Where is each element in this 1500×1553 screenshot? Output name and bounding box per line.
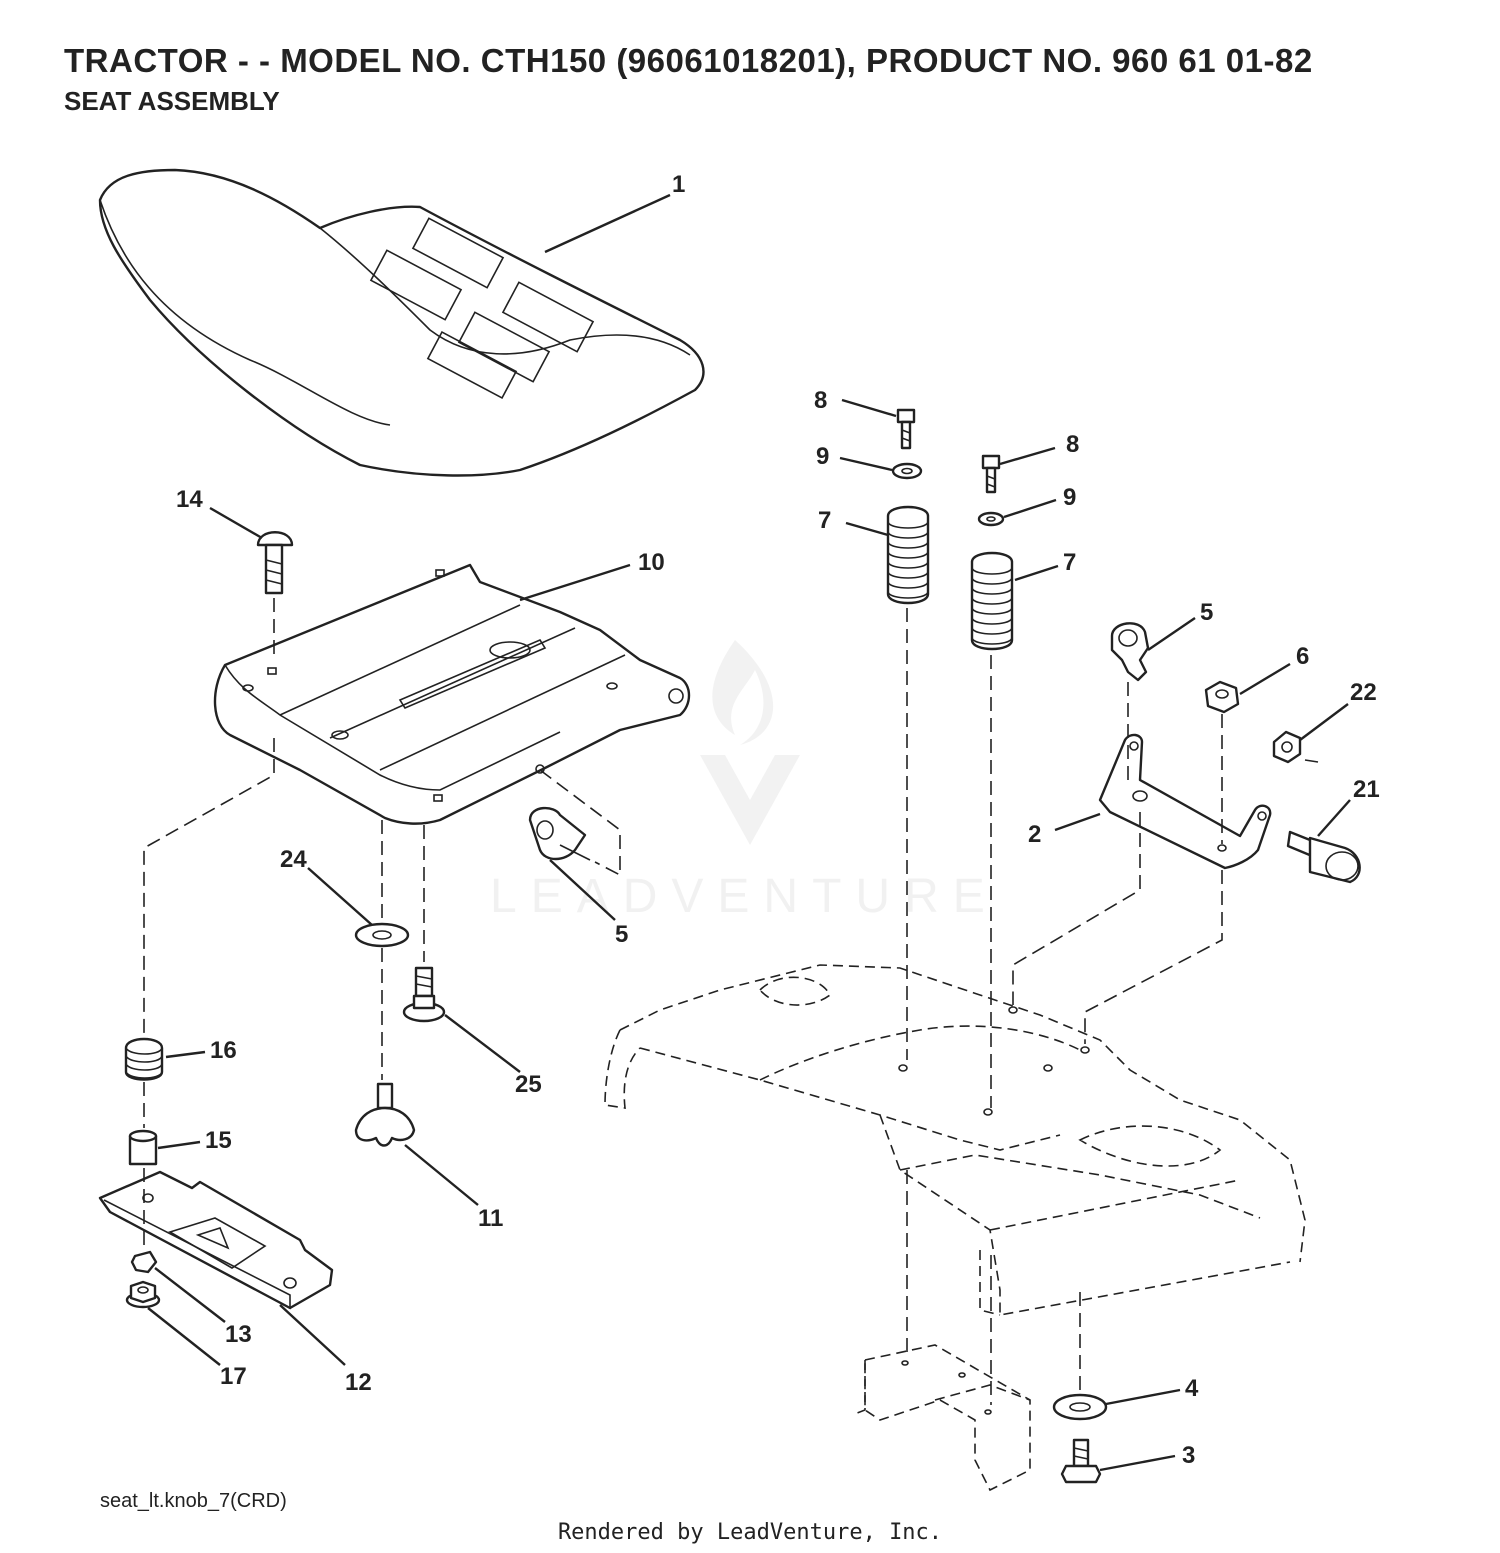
callout-24: 24 bbox=[280, 846, 307, 873]
page-subtitle: SEAT ASSEMBLY bbox=[64, 86, 280, 116]
seat-pan bbox=[213, 563, 691, 825]
callout-16: 16 bbox=[210, 1037, 237, 1064]
hex-locknut-13 bbox=[130, 1250, 158, 1274]
callout-12: 12 bbox=[345, 1369, 372, 1396]
washer-9-left bbox=[891, 462, 923, 480]
leader-7-left bbox=[845, 521, 889, 537]
leadventure-watermark-logo: LEADVENTURE bbox=[490, 640, 999, 923]
leader-14 bbox=[209, 506, 263, 540]
leader-17 bbox=[147, 1307, 221, 1366]
callout-9-left: 9 bbox=[816, 443, 829, 470]
rendered-by-credit: Rendered by LeadVenture, Inc. bbox=[557, 1520, 943, 1545]
page-title: TRACTOR - - MODEL NO. CTH150 (9606101820… bbox=[64, 42, 1313, 79]
right-assembly-lines bbox=[906, 608, 1319, 1405]
spacer bbox=[128, 1129, 158, 1166]
leader-16 bbox=[165, 1050, 206, 1059]
callout-17: 17 bbox=[220, 1363, 247, 1390]
leader-6 bbox=[1239, 662, 1291, 696]
watermark-text: LEADVENTURE bbox=[490, 870, 999, 923]
leader-15 bbox=[157, 1140, 201, 1150]
leader-24 bbox=[307, 867, 373, 926]
leader-8-right bbox=[999, 446, 1056, 466]
wire-clip-right bbox=[1110, 622, 1150, 682]
seat-slide-bracket bbox=[98, 1170, 334, 1310]
flange-nut-17 bbox=[125, 1280, 161, 1309]
leader-3 bbox=[1099, 1454, 1176, 1472]
compression-spring-7-right bbox=[970, 551, 1014, 651]
leader-5-left bbox=[549, 859, 616, 921]
compression-spring-small bbox=[124, 1037, 164, 1081]
shoulder-bolt-21 bbox=[1286, 830, 1361, 884]
compression-spring-7-left bbox=[886, 505, 930, 605]
callout-1: 1 bbox=[672, 171, 685, 198]
flat-washer-4 bbox=[1052, 1393, 1108, 1421]
leader-25 bbox=[444, 1014, 521, 1073]
callout-5-right: 5 bbox=[1200, 599, 1213, 626]
leader-9-right bbox=[1003, 498, 1057, 519]
leader-12 bbox=[279, 1304, 346, 1366]
leader-1 bbox=[544, 193, 671, 254]
seat-adjust-knob bbox=[354, 1082, 416, 1147]
callout-2: 2 bbox=[1028, 821, 1041, 848]
leader-4 bbox=[1105, 1388, 1181, 1406]
tractor-frame-outline bbox=[604, 964, 1306, 1492]
drawing-reference: seat_lt.knob_7(CRD) bbox=[100, 1490, 287, 1512]
wire-clip-left bbox=[528, 806, 591, 861]
washer-9-right bbox=[977, 511, 1005, 527]
leader-22 bbox=[1299, 703, 1349, 741]
callout-21: 21 bbox=[1353, 776, 1380, 803]
callout-7-left: 7 bbox=[818, 507, 831, 534]
callout-6: 6 bbox=[1296, 643, 1309, 670]
leader-9-left bbox=[839, 456, 893, 472]
callout-22: 22 bbox=[1350, 679, 1377, 706]
hex-bolt-8-left bbox=[896, 408, 916, 450]
leader-10 bbox=[519, 563, 631, 602]
leader-13 bbox=[154, 1267, 226, 1323]
flat-washer-24 bbox=[354, 922, 410, 948]
callout-8-left: 8 bbox=[814, 387, 827, 414]
hex-nut-22 bbox=[1272, 730, 1302, 764]
callout-11: 11 bbox=[478, 1205, 503, 1232]
callout-3: 3 bbox=[1182, 1442, 1195, 1469]
hex-nut-6 bbox=[1204, 680, 1240, 714]
callout-8-right: 8 bbox=[1066, 431, 1079, 458]
leader-2 bbox=[1054, 812, 1101, 832]
callout-9-right: 9 bbox=[1063, 484, 1076, 511]
hex-bolt-3 bbox=[1060, 1438, 1102, 1484]
seat-pivot-bracket bbox=[1098, 733, 1272, 870]
callout-4: 4 bbox=[1185, 1375, 1199, 1402]
callout-10: 10 bbox=[638, 549, 665, 576]
leader-5-right bbox=[1147, 617, 1196, 651]
shoulder-bolt bbox=[402, 966, 446, 1023]
callout-5-left: 5 bbox=[615, 921, 628, 948]
leader-11 bbox=[404, 1144, 479, 1206]
carriage-bolt bbox=[256, 531, 294, 595]
callout-13: 13 bbox=[225, 1321, 252, 1348]
seat bbox=[98, 168, 705, 477]
callout-25: 25 bbox=[515, 1071, 542, 1098]
callout-15: 15 bbox=[205, 1127, 232, 1154]
callout-14: 14 bbox=[176, 486, 203, 513]
leader-7-right bbox=[1014, 564, 1059, 582]
leader-21 bbox=[1317, 799, 1351, 837]
leader-8-left bbox=[841, 398, 897, 418]
left-assembly-lines bbox=[143, 598, 425, 1252]
callout-7-right: 7 bbox=[1063, 549, 1076, 576]
hex-bolt-8-right bbox=[981, 454, 1001, 494]
